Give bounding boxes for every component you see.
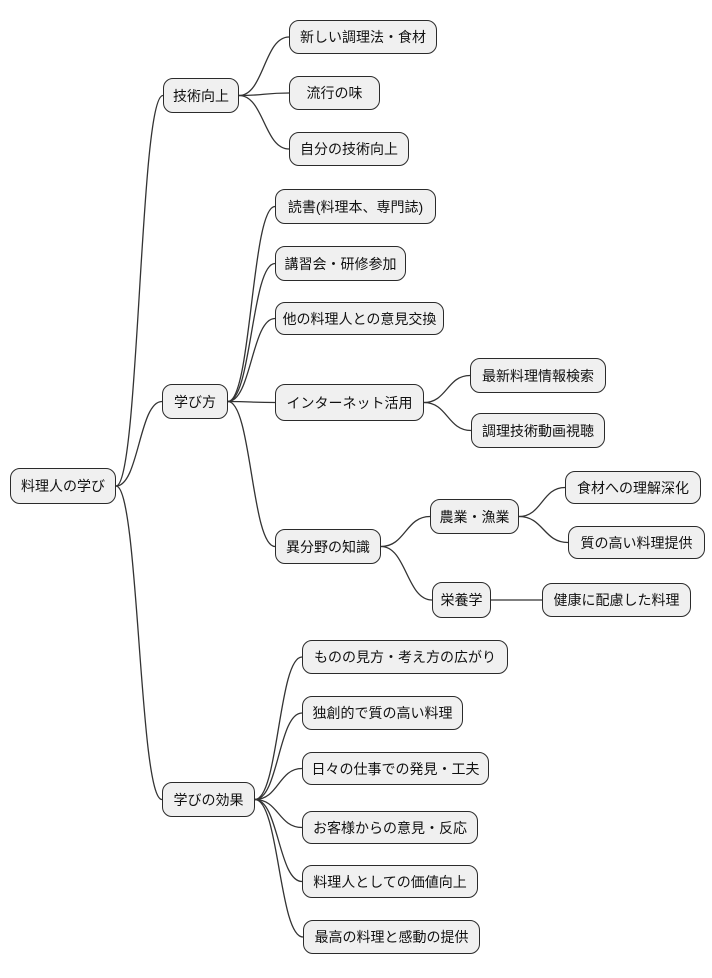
edge-agri-ingredient — [518, 486, 566, 518]
node-latest-recipe-search: 最新料理情報検索 — [470, 358, 606, 393]
edge-root-effects — [115, 485, 163, 801]
node-health-conscious-cuisine: 健康に配慮した料理 — [542, 583, 691, 617]
edge-internet-search — [423, 374, 471, 404]
node-broader-perspective: ものの見方・考え方の広がり — [302, 640, 508, 674]
node-internet-use: インターネット活用 — [275, 384, 424, 421]
edge-skill-trend — [238, 92, 290, 97]
edge-crossfield-nutrition — [380, 545, 433, 601]
node-customer-feedback: お客様からの意見・反応 — [302, 811, 478, 844]
node-skill-improvement: 技術向上 — [163, 78, 239, 113]
node-own-skill-improvement: 自分の技術向上 — [289, 132, 409, 166]
node-learning-methods: 学び方 — [162, 384, 228, 419]
node-reading-books: 読書(料理本、専門誌) — [275, 189, 436, 224]
node-agriculture-fishery: 農業・漁業 — [430, 499, 519, 534]
edge-skill-own — [238, 94, 290, 150]
node-root-chef-learning: 料理人の学び — [10, 468, 116, 504]
node-seminars-training: 講習会・研修参加 — [275, 246, 406, 281]
node-cross-field-knowledge: 異分野の知識 — [275, 529, 381, 564]
node-chef-value-improvement: 料理人としての価値向上 — [302, 865, 478, 898]
node-trending-tastes: 流行の味 — [289, 76, 380, 110]
edge-root-methods — [115, 400, 163, 487]
node-daily-discoveries: 日々の仕事での発見・工夫 — [302, 752, 489, 785]
edge-internet-video — [423, 401, 472, 432]
edge-effects-feedback — [254, 798, 303, 829]
node-ingredient-understanding: 食材への理解深化 — [565, 471, 701, 504]
edge-methods-internet — [227, 400, 276, 404]
edge-methods-seminar — [227, 262, 276, 403]
node-nutrition-science: 栄養学 — [432, 582, 491, 618]
edge-effects-original — [254, 712, 303, 801]
edge-effects-best — [254, 798, 304, 938]
node-exchange-with-chefs: 他の料理人との意見交換 — [275, 302, 444, 335]
edge-agri-quality — [518, 515, 569, 544]
node-best-cuisine-and-emotion: 最高の料理と感動の提供 — [303, 920, 480, 954]
edge-methods-exchange — [227, 317, 276, 403]
edge-root-skill — [115, 94, 164, 487]
edge-crossfield-agri — [380, 515, 431, 548]
node-cooking-technique-videos: 調理技術動画視聴 — [471, 413, 605, 448]
edge-effects-value — [254, 798, 303, 883]
edge-effects-perspective — [254, 656, 303, 801]
node-quality-cuisine-offering: 質の高い料理提供 — [568, 526, 705, 559]
edge-methods-reading — [227, 205, 276, 403]
node-learning-effects: 学びの効果 — [162, 782, 255, 817]
node-original-quality-cuisine: 独創的で質の高い料理 — [302, 696, 463, 730]
edge-effects-discovery — [254, 767, 303, 801]
edge-skill-newmethods — [238, 36, 290, 97]
node-new-cooking-methods: 新しい調理法・食材 — [289, 20, 437, 54]
edge-methods-crossfield — [227, 400, 276, 548]
